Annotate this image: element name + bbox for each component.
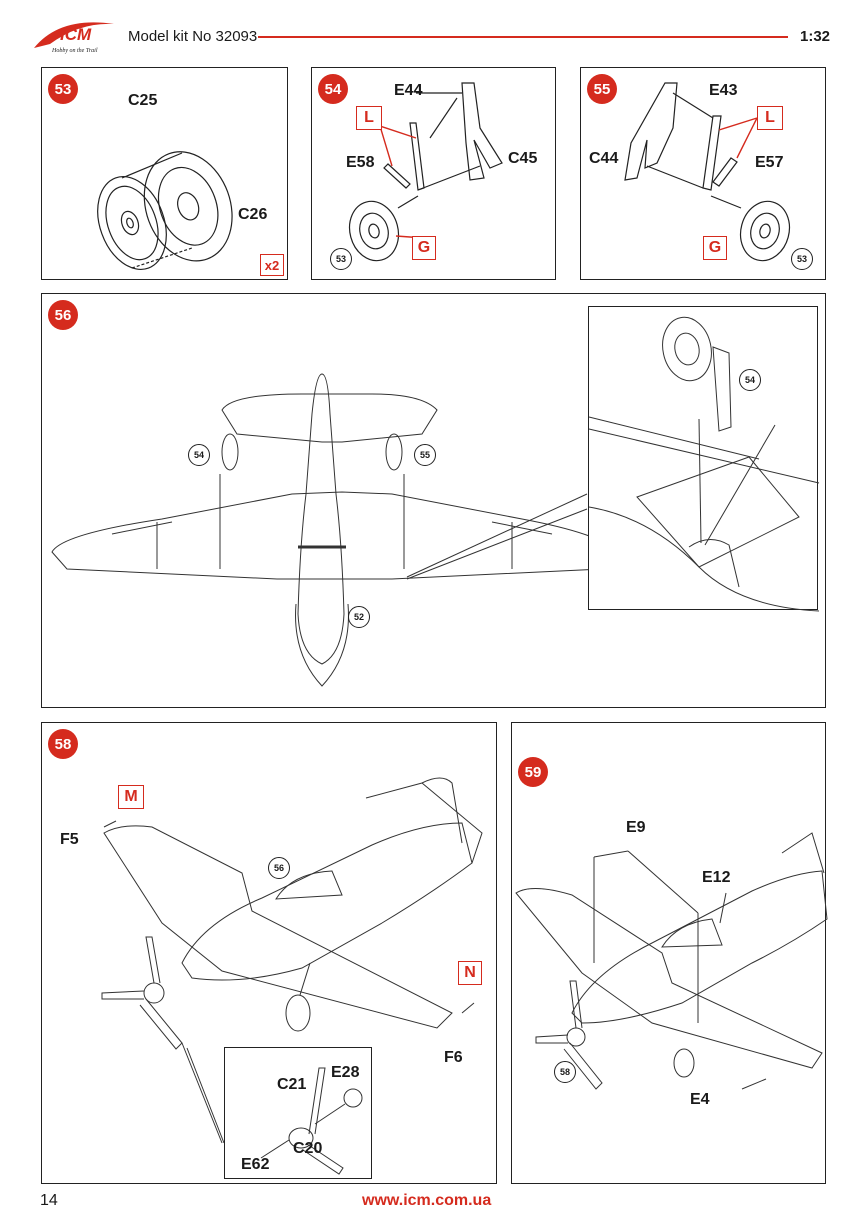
step-55-badge: 55 — [587, 74, 617, 104]
part-c25-label: C25 — [128, 92, 158, 109]
part-e57-label: E57 — [755, 154, 784, 171]
part-e58-label: E58 — [346, 154, 375, 171]
left-gear-strut-illustration — [348, 82, 503, 262]
brand-tagline: Hobby on the Trail — [51, 48, 98, 54]
kit-scale: 1:32 — [800, 28, 831, 45]
reference-step-52: 52 — [348, 606, 370, 628]
step-58-badge: 58 — [48, 729, 78, 759]
reference-step-58: 58 — [554, 1061, 576, 1083]
propeller-detail-illustration — [260, 1067, 363, 1175]
step-53-badge: 53 — [48, 74, 78, 104]
step-53-panel: 53 C25 C26 x2 — [41, 67, 288, 280]
reference-step-53: 53 — [791, 248, 813, 270]
part-e62-label: E62 — [241, 1156, 270, 1173]
part-e4-label: E4 — [690, 1091, 710, 1108]
page-number: 14 — [40, 1192, 58, 1209]
icm-logo-icon: ICM Hobby on the Trail — [34, 22, 114, 54]
paint-code-m: M — [118, 785, 144, 809]
reference-step-55: 55 — [414, 444, 436, 466]
part-e44-label: E44 — [394, 82, 423, 99]
reference-step-53: 53 — [330, 248, 352, 270]
part-f5-label: F5 — [60, 831, 79, 848]
quantity-badge: x2 — [260, 254, 284, 276]
gear-detail-illustration — [588, 316, 820, 612]
step-54-panel: 54 E44 E58 C45 L G 53 — [311, 67, 556, 280]
reference-step-54: 54 — [739, 369, 761, 391]
part-c21-label: C21 — [277, 1076, 307, 1093]
aircraft-final-illustration — [515, 832, 828, 1090]
website-link[interactable]: www.icm.com.ua — [362, 1192, 492, 1209]
kit-title: Model kit No 32093 — [128, 28, 258, 45]
paint-code-n: N — [458, 961, 482, 985]
right-gear-strut-illustration — [624, 82, 791, 262]
step-55-panel: 55 E43 C44 E57 L G 53 — [580, 67, 826, 280]
paint-code-g: G — [412, 236, 436, 260]
part-e12-label: E12 — [702, 869, 731, 886]
part-e43-label: E43 — [709, 82, 738, 99]
gear-detail-inset: 54 — [588, 306, 820, 612]
icm-logo: ICM Hobby on the Trail — [30, 18, 118, 54]
part-e28-label: E28 — [331, 1064, 360, 1081]
part-c20-label: C20 — [293, 1140, 323, 1157]
step-56-panel: 56 54 55 52 — [41, 293, 826, 708]
step-58-panel: 58 F5 F6 M N 56 — [41, 722, 497, 1184]
part-c44-label: C44 — [589, 150, 619, 167]
aircraft-side-illustration — [101, 777, 483, 1144]
part-c26-label: C26 — [238, 206, 268, 223]
reference-step-56: 56 — [268, 857, 290, 879]
part-e9-label: E9 — [626, 819, 646, 836]
part-c45-label: C45 — [508, 150, 538, 167]
wheel-illustration — [97, 151, 233, 271]
paint-code-l: L — [757, 106, 783, 130]
brand-wordmark: ICM — [60, 25, 92, 44]
propeller-detail-inset: C21 E28 C20 E62 — [224, 1047, 372, 1179]
reference-step-54: 54 — [188, 444, 210, 466]
part-f6-label: F6 — [444, 1049, 463, 1066]
header-rule — [258, 36, 788, 38]
paint-code-g: G — [703, 236, 727, 260]
step-56-badge: 56 — [48, 300, 78, 330]
step-59-badge: 59 — [518, 757, 548, 787]
step-59-panel: 59 E9 E12 E4 58 — [511, 722, 828, 1184]
step-54-badge: 54 — [318, 74, 348, 104]
paint-code-l: L — [356, 106, 382, 130]
